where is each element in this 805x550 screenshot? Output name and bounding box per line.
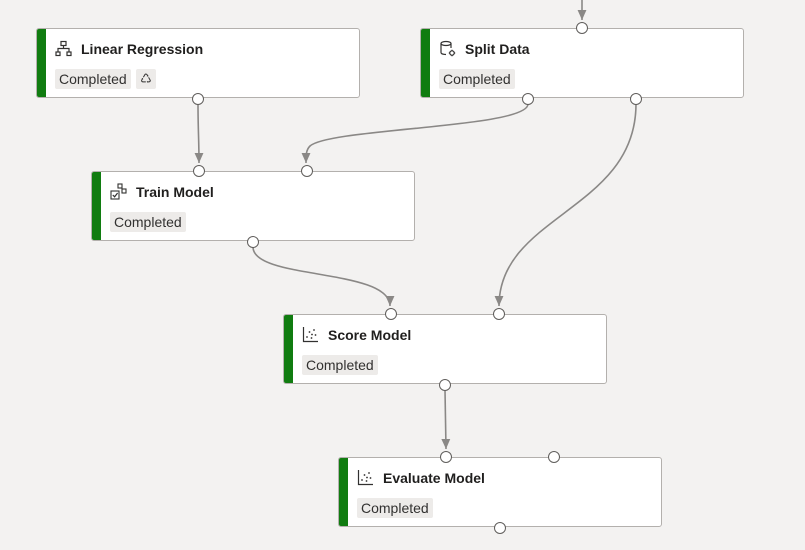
status-bar bbox=[92, 172, 101, 240]
status-badge: Completed bbox=[302, 355, 378, 375]
edge-train-model-to-score-model bbox=[252, 246, 395, 307]
status-badge: Completed bbox=[55, 69, 131, 89]
module-train-model[interactable]: Train Model Completed bbox=[91, 165, 415, 248]
edge-score-model-to-evaluate-model bbox=[441, 389, 451, 450]
module-score-model[interactable]: Score Model Completed bbox=[283, 308, 607, 391]
status-bar bbox=[339, 458, 348, 526]
module-title: Score Model bbox=[328, 327, 412, 343]
module-split-data[interactable]: Split Data Completed bbox=[420, 22, 744, 105]
scatter-plot-icon bbox=[302, 326, 319, 343]
output-port[interactable] bbox=[439, 379, 451, 391]
input-port-left[interactable] bbox=[385, 308, 397, 320]
input-port-right[interactable] bbox=[301, 165, 313, 177]
status-bar bbox=[421, 29, 430, 97]
status-badge: Completed bbox=[439, 69, 515, 89]
train-model-icon bbox=[110, 183, 127, 200]
module-title: Linear Regression bbox=[81, 41, 204, 57]
recycle-icon: ♺ bbox=[136, 69, 156, 89]
status-badge: Completed bbox=[110, 212, 186, 232]
output-port-right[interactable] bbox=[630, 93, 642, 105]
output-port-left[interactable] bbox=[522, 93, 534, 105]
edge-linear-regression-to-train-model bbox=[194, 103, 204, 164]
module-linear-regression[interactable]: Linear Regression Completed ♺ bbox=[36, 28, 360, 105]
output-port[interactable] bbox=[192, 93, 204, 105]
edge-split-data-to-train-model bbox=[301, 103, 529, 164]
database-gear-icon bbox=[439, 40, 456, 57]
model-tree-icon bbox=[55, 40, 72, 57]
input-port[interactable] bbox=[576, 22, 588, 34]
edge-split-data-to-score-model bbox=[494, 103, 637, 307]
module-title: Evaluate Model bbox=[383, 470, 485, 486]
module-evaluate-model[interactable]: Evaluate Model Completed bbox=[338, 451, 662, 534]
module-title: Train Model bbox=[136, 184, 214, 200]
output-port[interactable] bbox=[494, 522, 506, 534]
scatter-plot-icon bbox=[357, 469, 374, 486]
status-badge: Completed bbox=[357, 498, 433, 518]
input-port-left[interactable] bbox=[440, 451, 452, 463]
input-port-right[interactable] bbox=[493, 308, 505, 320]
status-bar bbox=[284, 315, 293, 383]
input-port-right[interactable] bbox=[548, 451, 560, 463]
output-port[interactable] bbox=[247, 236, 259, 248]
module-title: Split Data bbox=[465, 41, 530, 57]
input-port-left[interactable] bbox=[193, 165, 205, 177]
status-bar bbox=[37, 29, 46, 97]
